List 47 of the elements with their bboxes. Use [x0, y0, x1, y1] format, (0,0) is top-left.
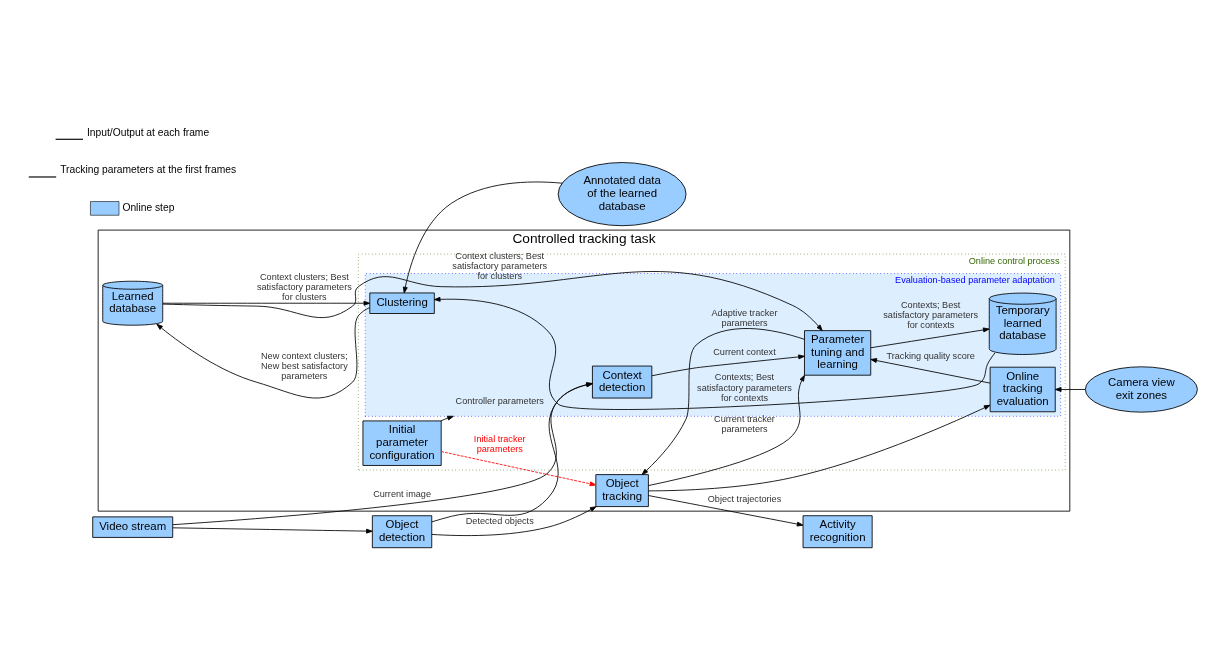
node-box: Object detection	[371, 515, 433, 549]
node-box: Object tracking	[595, 474, 649, 507]
arrow	[162, 271, 823, 332]
edge-label: Current tracker parameters	[714, 413, 775, 435]
arrow	[156, 307, 370, 399]
node-box: Initial parameter configuration	[362, 420, 442, 466]
arrow	[172, 382, 593, 526]
arrow	[641, 328, 805, 475]
arrow	[433, 296, 996, 410]
arrow	[162, 300, 371, 306]
node-box: Activity recognition	[802, 515, 873, 549]
edge-label: Adaptive tracker parameters	[711, 307, 778, 328]
legend-label: Input/Output at each frame	[87, 126, 210, 138]
arrow	[870, 327, 990, 349]
edge-label: Contexts; Best satisfactory parameters for contexts	[883, 299, 979, 331]
arrow	[431, 506, 597, 536]
edge-label: Contexts; Best satisfactory parameters for contexts	[697, 372, 792, 403]
edge-label: Controller parameters	[455, 395, 544, 406]
edge-label: New context clusters; New best satisfactory parameters	[261, 350, 348, 382]
arrow	[402, 181, 563, 294]
arrow	[440, 415, 454, 422]
edge-label: Current image	[373, 489, 431, 500]
edge-label: Context clusters; Best satisfactory parameters for clusters	[452, 250, 548, 282]
arrow	[651, 354, 805, 377]
node-box: Parameter tuning and learning	[804, 330, 872, 376]
arrow	[648, 404, 991, 492]
edge-label: Current context	[713, 347, 776, 358]
node-box: Online tracking evaluation	[989, 366, 1056, 413]
edge-label: Tracking quality score	[886, 351, 975, 362]
arrow	[172, 527, 373, 534]
edge-label: Context clusters; Best satisfactory parameters for clusters	[256, 271, 352, 303]
node-ellipse: Camera view exit zones	[1084, 366, 1198, 413]
arrow	[648, 374, 805, 486]
legend-label: Tracking parameters at the first frames	[60, 164, 237, 176]
edge-label: Initial tracker parameters	[473, 433, 526, 455]
node-ellipse: Annotated data of the learned database	[557, 162, 687, 227]
node-box: Context detection	[592, 365, 653, 399]
arrow	[431, 382, 593, 523]
node-box: Clustering	[369, 292, 435, 314]
arrow	[440, 451, 597, 487]
arrow	[870, 358, 991, 384]
legend-label: Online step	[122, 201, 175, 213]
arrow	[1054, 387, 1086, 392]
edge-label: Object trajectories	[707, 494, 782, 505]
arrow	[648, 495, 804, 527]
node-box: Video stream	[92, 516, 174, 538]
edge-label: Detected objects	[465, 516, 534, 527]
